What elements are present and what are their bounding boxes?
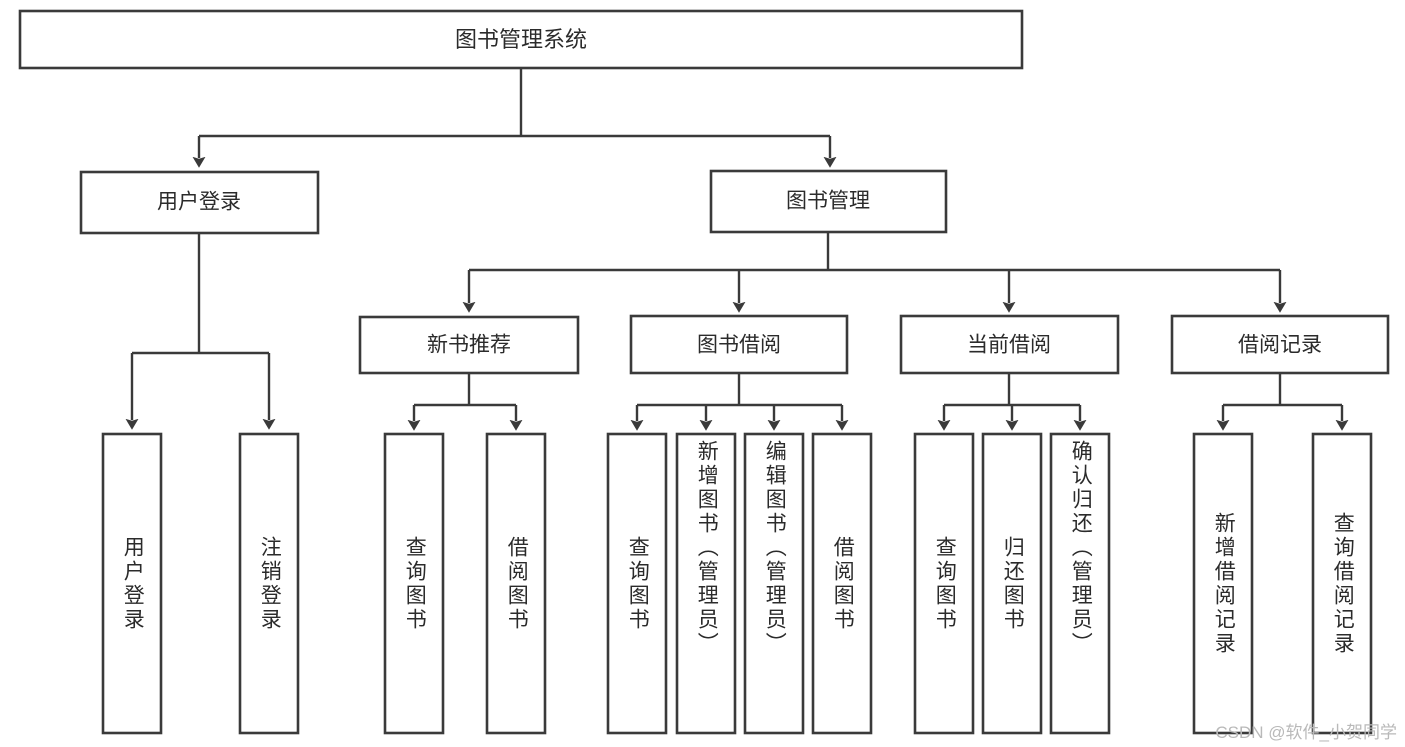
leaf-box[interactable] — [675, 432, 737, 735]
node-root-label: 图书管理系统 — [455, 27, 587, 52]
leaf-box[interactable] — [811, 432, 873, 735]
node-book-borrow-label: 图书借阅 — [697, 334, 781, 357]
node-user-login[interactable]: 用户登录 — [79, 170, 320, 235]
node-borrow-record-label: 借阅记录 — [1238, 334, 1322, 357]
leaf-box[interactable] — [238, 432, 300, 735]
connector-user-login-to-leaves — [125, 233, 276, 430]
node-new-book-recommend[interactable]: 新书推荐 — [358, 315, 580, 375]
connector-new-book-recommend-to-leaves — [407, 373, 523, 431]
leaf-box[interactable] — [101, 432, 163, 735]
leaf-boxes — [101, 432, 1373, 735]
node-current-borrow[interactable]: 当前借阅 — [899, 314, 1120, 375]
connector-root-to-level2 — [192, 68, 837, 168]
connector-current-borrow-to-leaves — [937, 373, 1087, 431]
leaf-box[interactable] — [1049, 432, 1111, 735]
node-book-borrow[interactable]: 图书借阅 — [629, 314, 849, 375]
node-borrow-record[interactable]: 借阅记录 — [1170, 314, 1390, 375]
leaf-box[interactable] — [981, 432, 1043, 735]
leaf-box[interactable] — [1192, 432, 1254, 735]
leaf-box[interactable] — [485, 432, 547, 735]
node-user-login-label: 用户登录 — [157, 191, 241, 214]
leaf-box[interactable] — [383, 432, 445, 735]
leaf-box[interactable] — [913, 432, 975, 735]
leaf-box[interactable] — [1311, 432, 1373, 735]
connector-book-management-to-level3 — [462, 232, 1287, 313]
node-root[interactable]: 图书管理系统 — [18, 9, 1024, 70]
connector-borrow-record-to-leaves — [1216, 373, 1349, 431]
watermark: CSDN @软件_小贺同学 — [1215, 723, 1397, 742]
leaf-box[interactable] — [606, 432, 668, 735]
connector-book-borrow-to-leaves — [630, 373, 849, 431]
node-book-management-label: 图书管理 — [786, 190, 870, 213]
node-new-book-recommend-label: 新书推荐 — [427, 334, 511, 357]
node-current-borrow-label: 当前借阅 — [967, 334, 1051, 357]
leaf-box[interactable] — [743, 432, 805, 735]
node-book-management[interactable]: 图书管理 — [709, 169, 948, 234]
